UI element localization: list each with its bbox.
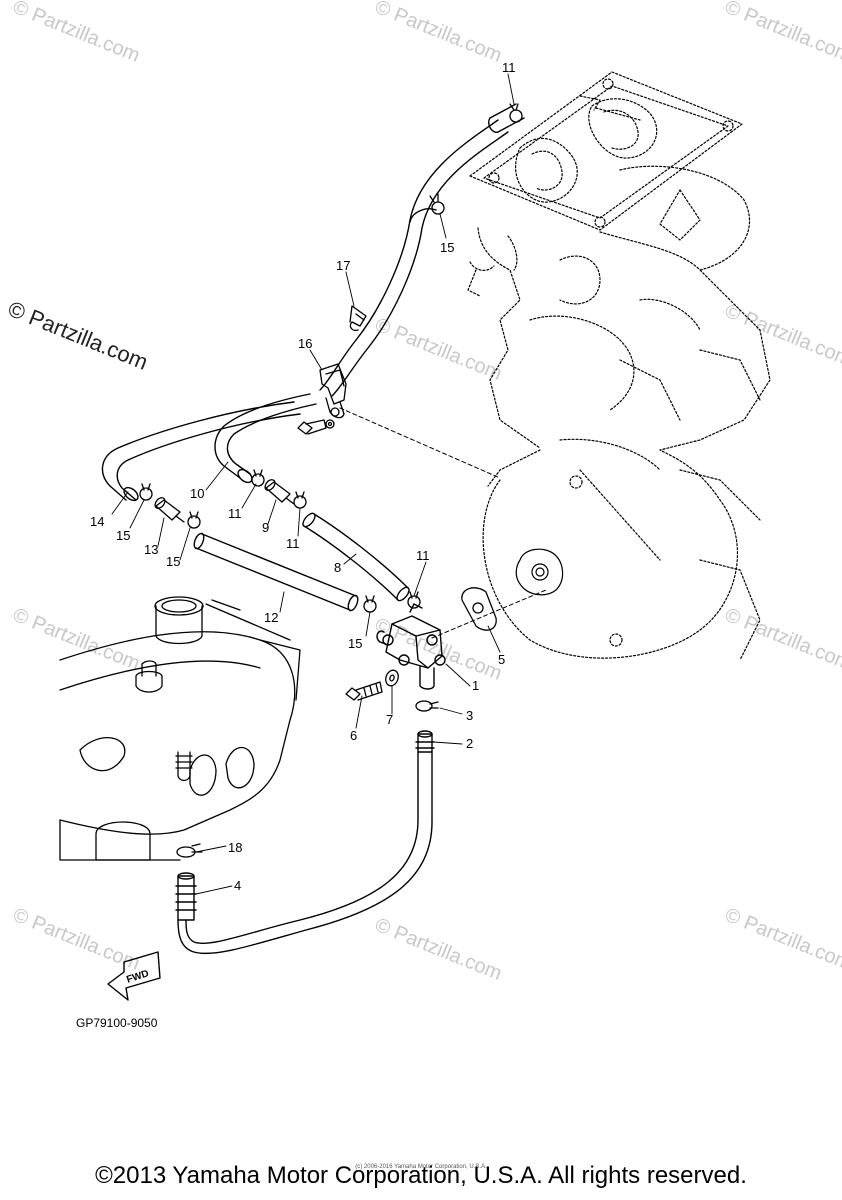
callout-4: 4 <box>234 878 241 893</box>
callout-13: 13 <box>144 542 158 557</box>
clamp-18 <box>176 843 203 858</box>
callout-6: 6 <box>350 728 357 743</box>
callout-17: 17 <box>336 258 350 273</box>
callout-8: 8 <box>334 560 341 575</box>
callout-3: 3 <box>466 708 473 723</box>
callout-1: 1 <box>472 678 479 693</box>
oil-pump-1 <box>376 603 446 690</box>
fwd-label: FWD <box>125 968 150 986</box>
callout-14: 14 <box>90 514 104 529</box>
callout-16: 16 <box>298 336 312 351</box>
callout-15: 15 <box>166 554 180 569</box>
hose-2-line <box>175 730 435 955</box>
leader-lines <box>111 73 515 895</box>
callout-10: 10 <box>190 486 204 501</box>
fitting-13 <box>154 497 185 523</box>
engine-outline <box>467 71 771 661</box>
fwd-arrow-icon <box>107 951 161 1001</box>
callout-15: 15 <box>116 528 130 543</box>
clamp-15-pump <box>363 595 377 613</box>
bracket-16 <box>319 363 347 419</box>
callout-15: 15 <box>348 636 362 651</box>
copyright-notice: ©2013 Yamaha Motor Corporation, U.S.A. A… <box>95 1162 747 1189</box>
hose-8 <box>302 512 410 602</box>
clamp-11-top <box>509 103 523 123</box>
callout-11: 11 <box>502 60 516 75</box>
callout-labels: 11 15 17 16 14 15 13 15 10 11 9 11 8 12 … <box>90 60 516 986</box>
diagram-code: GP79100-9050 <box>76 1016 158 1030</box>
clamp-15-upper <box>429 193 445 215</box>
callout-11: 11 <box>416 548 430 563</box>
callout-12: 12 <box>264 610 278 625</box>
hose-segment-14-10 <box>101 393 317 502</box>
callout-15: 15 <box>440 240 454 255</box>
callout-9: 9 <box>262 520 269 535</box>
callout-11: 11 <box>286 536 300 551</box>
clamp-15-mid <box>187 511 201 529</box>
fuel-tank-outline <box>59 596 301 861</box>
callout-18: 18 <box>228 840 242 855</box>
hose-15-upper <box>319 103 525 397</box>
callout-5: 5 <box>498 652 505 667</box>
callout-2: 2 <box>466 736 473 751</box>
clamp-3 <box>415 700 439 712</box>
gasket-5 <box>461 587 497 631</box>
callout-11: 11 <box>228 506 242 521</box>
clamp-15-left <box>139 483 153 501</box>
clamp-11-mid <box>251 469 265 487</box>
callout-7: 7 <box>386 712 393 727</box>
bolt-6 <box>345 681 383 701</box>
fine-print: (c) 2006-2016 Yamaha Motor Corporation, … <box>355 1164 487 1170</box>
bolt-16 <box>297 419 335 435</box>
washer-7 <box>385 669 399 687</box>
clamp-11-right <box>293 491 307 509</box>
fitting-9 <box>264 479 295 505</box>
hose-12 <box>193 532 359 612</box>
clamp-17 <box>349 305 367 332</box>
